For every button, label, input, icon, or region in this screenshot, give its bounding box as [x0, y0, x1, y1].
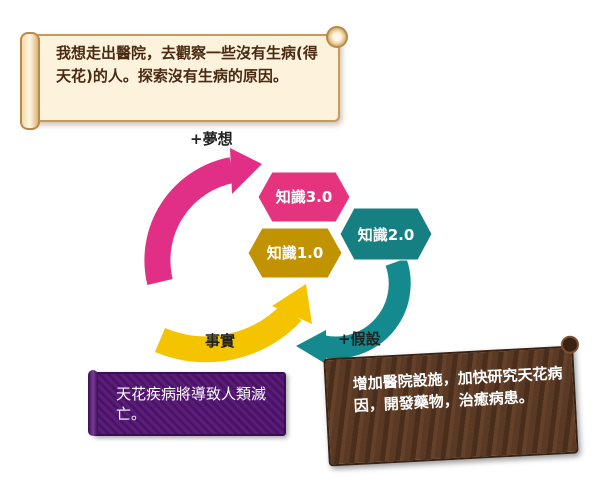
- pink-arrow-head: [230, 148, 262, 194]
- purple-note-text: 天花疾病將導致人類滅亡。: [116, 385, 267, 423]
- pink-arrow: [144, 157, 235, 286]
- label-fact: 事實: [205, 332, 236, 350]
- teal-arrow-head: [296, 330, 326, 364]
- label-dream: +夢想: [190, 130, 233, 148]
- hexagon-label: 知識1.0: [266, 244, 324, 262]
- teal-arrow: [319, 258, 411, 359]
- top-scroll-note: 我想走出醫院，去觀察一些沒有生病(得天花)的人。探索沒有生病的原因。: [20, 26, 348, 130]
- purple-note: 天花疾病將導致人類滅亡。: [88, 370, 286, 436]
- hexagon-label: 知識2.0: [357, 226, 415, 244]
- yellow-arrow: [154, 302, 302, 363]
- yellow-arrow-head: [272, 284, 312, 324]
- scroll-curl-left: [20, 32, 40, 130]
- wood-note: 增加醫院設施，加快研究天花病因，開發藥物，治癒病患。: [323, 335, 580, 467]
- hexagon-label: 知識3.0: [275, 188, 333, 206]
- purple-curl: [88, 370, 98, 436]
- top-note-text: 我想走出醫院，去觀察一些沒有生病(得天花)的人。探索沒有生病的原因。: [56, 44, 318, 85]
- label-hypothesis: +假設: [338, 330, 381, 348]
- wood-note-text: 增加醫院設施，加快研究天花病因，開發藥物，治癒病患。: [352, 364, 563, 416]
- scroll-curl-right: [326, 26, 348, 48]
